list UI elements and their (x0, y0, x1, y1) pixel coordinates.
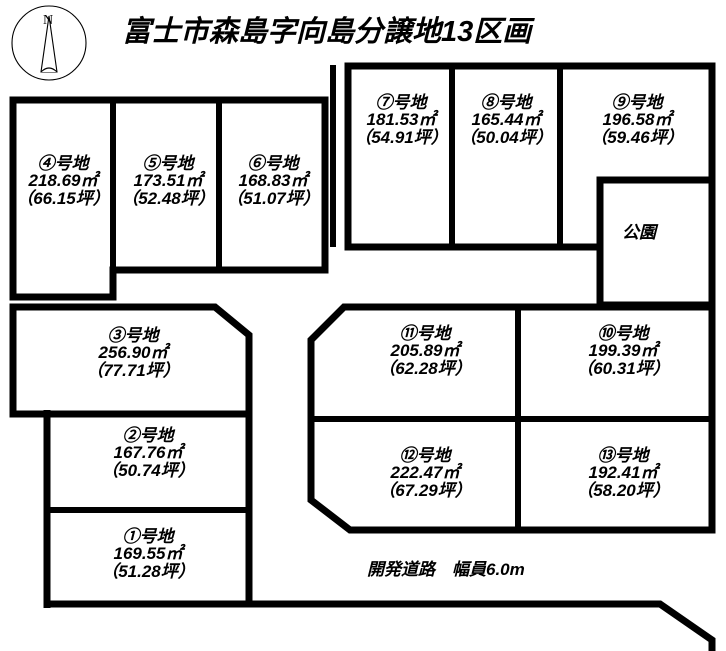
block-top-left-dividers (110, 100, 222, 270)
page-title: 富士市森島字向島分譲地13区画 (122, 16, 532, 48)
block-lower-right-dividers (311, 307, 712, 530)
plot-3-outline (9, 303, 253, 418)
block-top-right-outline (344, 62, 716, 251)
compass-north-label: N (43, 13, 54, 28)
park-outline (596, 176, 716, 309)
block-top-left-outline (9, 96, 329, 301)
block-top-right-dividers (449, 66, 563, 247)
compass-rose-icon (11, 5, 87, 81)
development-road-outline (47, 600, 716, 651)
block-lower-right-outline (307, 303, 716, 534)
park-label: 公園 (622, 223, 656, 242)
development-road-label: 開発道路 幅員6.0m (367, 560, 525, 579)
